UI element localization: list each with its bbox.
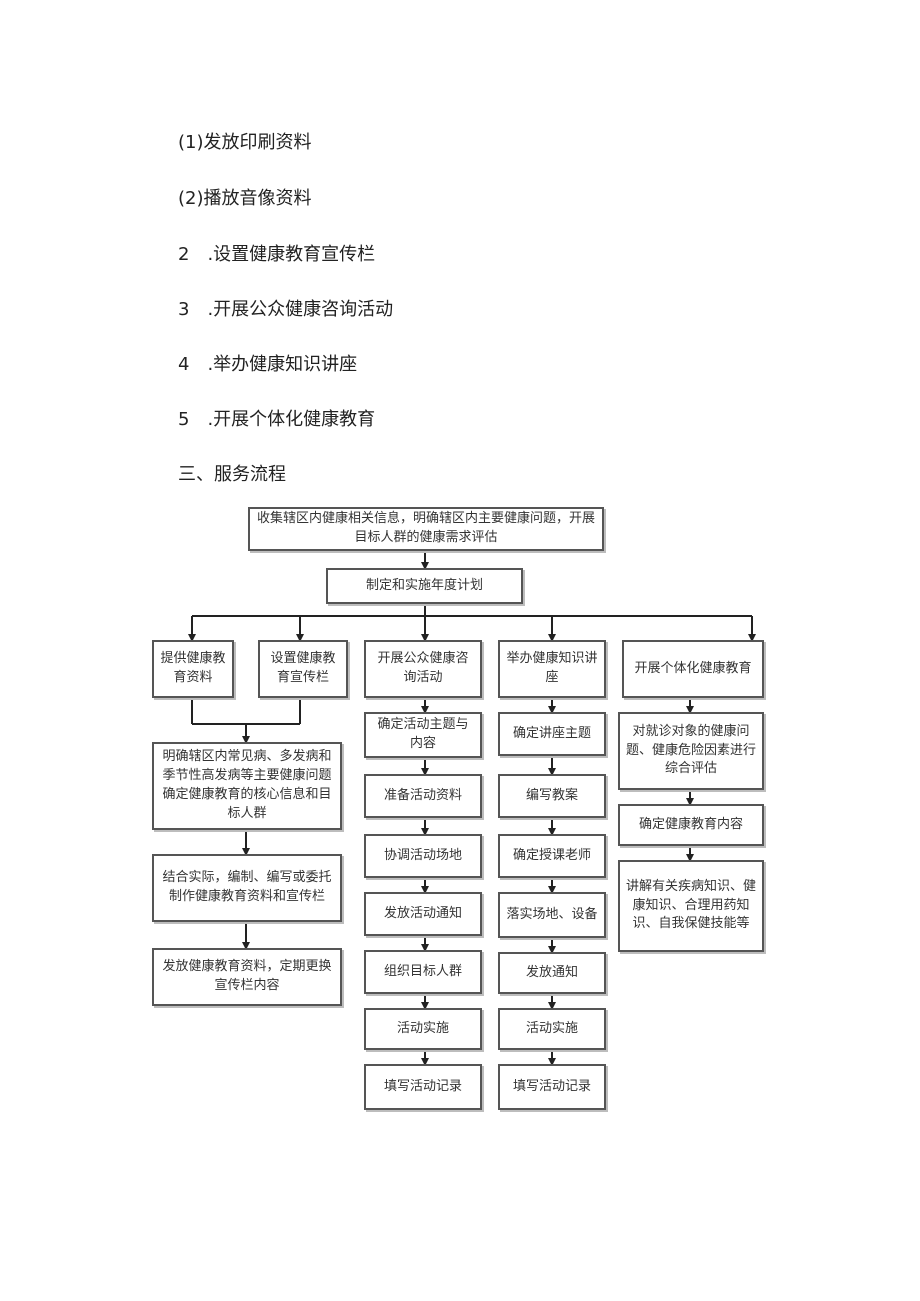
flow-c2-step: 准备活动资料 xyxy=(364,774,482,818)
flow-c2-step: 发放活动通知 xyxy=(364,892,482,936)
flow-distribute-materials: 发放健康教育资料，定期更换宣传栏内容 xyxy=(152,948,342,1006)
flow-public-consultation: 开展公众健康咨询活动 xyxy=(364,640,482,698)
flow-c2-step: 填写活动记录 xyxy=(364,1064,482,1110)
flow-bulletin-board: 设置健康教育宣传栏 xyxy=(258,640,348,698)
list-item-av-materials: (2)播放音像资料 xyxy=(178,188,312,209)
flow-c2-step: 确定活动主题与内容 xyxy=(364,712,482,758)
list-item-lecture: 4 .举办健康知识讲座 xyxy=(178,354,358,375)
flow-c2-step: 组织目标人群 xyxy=(364,950,482,994)
flow-c3-step: 活动实施 xyxy=(498,1008,606,1050)
flow-c4-step: 对就诊对象的健康问题、健康危险因素进行综合评估 xyxy=(618,712,764,790)
flow-c2-step: 活动实施 xyxy=(364,1008,482,1050)
flow-c4-step: 讲解有关疾病知识、健康知识、合理用药知识、自我保健技能等 xyxy=(618,860,764,952)
list-item-individual-education: 5 .开展个体化健康教育 xyxy=(178,409,376,430)
list-item-bulletin-board: 2 .设置健康教育宣传栏 xyxy=(178,244,376,265)
flow-collect-info: 收集辖区内健康相关信息，明确辖区内主要健康问题，开展目标人群的健康需求评估 xyxy=(248,507,604,551)
flow-c3-step: 填写活动记录 xyxy=(498,1064,606,1110)
list-item-public-consultation: 3 .开展公众健康咨询活动 xyxy=(178,299,394,320)
flow-c4-step: 确定健康教育内容 xyxy=(618,804,764,846)
list-item-print-materials: (1)发放印刷资料 xyxy=(178,132,312,153)
flow-compile-materials: 结合实际，编制、编写或委托制作健康教育资料和宣传栏 xyxy=(152,854,342,922)
flow-annual-plan: 制定和实施年度计划 xyxy=(326,568,523,604)
flow-individual-education: 开展个体化健康教育 xyxy=(622,640,764,698)
flow-c3-step: 编写教案 xyxy=(498,774,606,818)
flow-identify-problems: 明确辖区内常见病、多发病和季节性高发病等主要健康问题确定健康教育的核心信息和目标… xyxy=(152,742,342,830)
flow-c3-step: 发放通知 xyxy=(498,952,606,994)
flow-c2-step: 协调活动场地 xyxy=(364,834,482,878)
flow-lecture: 举办健康知识讲座 xyxy=(498,640,606,698)
flow-c3-step: 确定讲座主题 xyxy=(498,712,606,756)
flow-c3-step: 确定授课老师 xyxy=(498,834,606,878)
section-heading: 三、服务流程 xyxy=(178,464,286,485)
flow-provide-materials: 提供健康教育资料 xyxy=(152,640,234,698)
flow-c3-step: 落实场地、设备 xyxy=(498,892,606,938)
